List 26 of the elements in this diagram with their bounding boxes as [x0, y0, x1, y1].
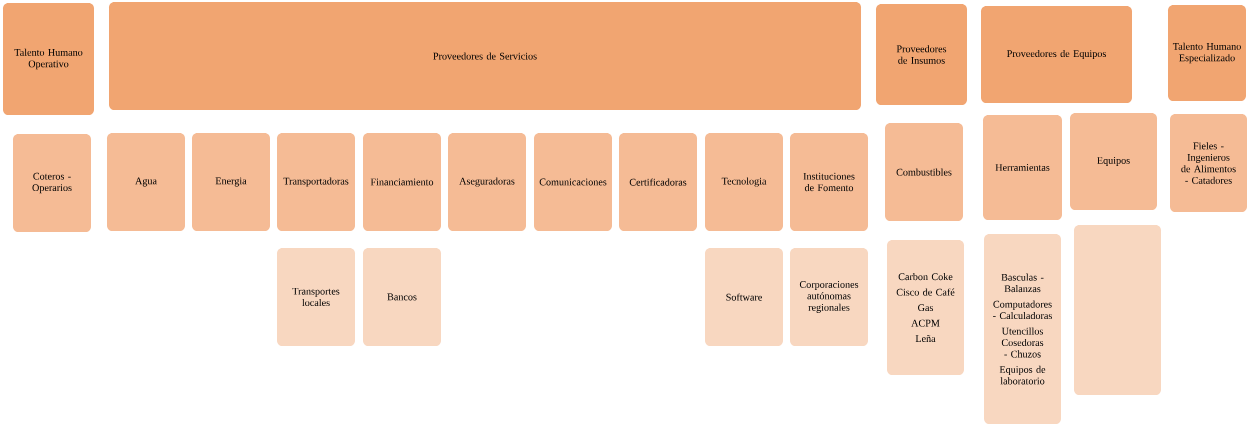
category-box: Tecnologia: [705, 133, 783, 231]
category-box: Transportadoras: [277, 133, 355, 231]
list-box: Carbon Coke Cisco de Café Gas ACPM Leña: [887, 240, 964, 375]
category-box: Energia: [192, 133, 270, 231]
category-box: Combustibles: [885, 123, 963, 221]
list-box: Basculas - Balanzas Computadores - Calculadoras Utencillos Cosedoras - Chuzos Equipos de laboratorio: [984, 234, 1061, 424]
category-box: Aseguradoras: [448, 133, 526, 231]
category-box: Instituciones de Fomento: [790, 133, 868, 231]
category-box: Agua: [107, 133, 185, 231]
header-box: Proveedores de Servicios: [109, 2, 861, 110]
item-box: Transportes locales: [277, 248, 355, 346]
header-box: Talento Humano Operativo: [3, 3, 94, 115]
category-box: Certificadoras: [619, 133, 697, 231]
item-box: Bancos: [363, 248, 441, 346]
empty-box: [1074, 225, 1161, 395]
category-box: Coteros - Operarios: [13, 134, 91, 232]
category-box: Financiamiento: [363, 133, 441, 231]
item-box: Software: [705, 248, 783, 346]
header-box: Proveedores de Insumos: [876, 4, 967, 105]
header-box: Proveedores de Equipos: [981, 6, 1132, 103]
header-box: Talento Humano Especializado: [1168, 5, 1246, 101]
category-box: Comunicaciones: [534, 133, 612, 231]
category-box: Herramientas: [983, 115, 1062, 220]
category-box: Fieles - Ingenieros de Alimentos - Catadores: [1170, 114, 1247, 212]
category-box: Equipos: [1070, 113, 1157, 210]
item-box: Corporaciones autónomas regionales: [790, 248, 868, 346]
